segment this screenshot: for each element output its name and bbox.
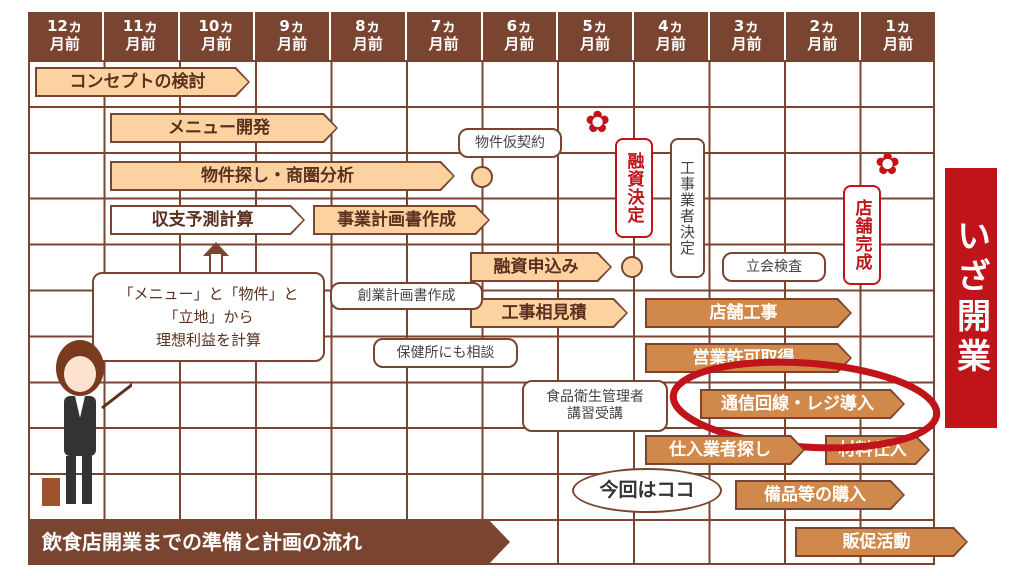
task-label: 販促活動: [842, 532, 911, 552]
task-concept: コンセプトの検討: [35, 67, 250, 97]
milestone-marker: [621, 256, 643, 278]
task-quotes: 工事相見積: [470, 298, 628, 328]
month-header-cell: 7ヵ 月前: [407, 12, 483, 60]
milestone-inspection: 立会検査: [722, 252, 826, 282]
task-label: 融資申込み: [493, 257, 579, 277]
task-network: 通信回線・レジ導入: [700, 389, 905, 419]
task-label: 事業計画書作成: [337, 210, 456, 230]
note-line: 理想利益を計算: [155, 330, 261, 349]
milestone-provisional-contract: 物件仮契約: [458, 128, 562, 158]
milestone-contractor-decided: 工事業者決定: [670, 138, 705, 278]
milestone-loan-decided: 融資決定: [615, 138, 653, 238]
note-founding-plan: 創業計画書作成: [330, 282, 483, 310]
month-header-cell: 3ヵ 月前: [710, 12, 786, 60]
opening-banner: いざ開業: [945, 168, 997, 428]
flower-icon: ✿: [585, 105, 611, 140]
month-header-cell: 6ヵ 月前: [483, 12, 559, 60]
month-header-cell: 10ヵ 月前: [180, 12, 256, 60]
task-label: メニュー開発: [168, 118, 270, 138]
task-label: 工事相見積: [501, 303, 587, 323]
flower-icon: ✿: [875, 147, 901, 182]
task-promotion: 販促活動: [795, 527, 968, 557]
task-equipment: 備品等の購入: [735, 480, 905, 510]
note-food-hygiene: 食品衛生管理者 講習受講: [522, 380, 668, 432]
arrow-up-icon: [203, 242, 229, 256]
month-header-cell: 11ヵ 月前: [104, 12, 180, 60]
note-line: 「メニュー」と「物件」と: [118, 284, 299, 303]
task-label: 収支予測計算: [151, 210, 254, 230]
milestone-marker: [471, 166, 493, 188]
chart-title: 飲食店開業までの準備と計画の流れ: [28, 519, 510, 565]
task-bizplan: 事業計画書作成: [313, 205, 490, 235]
presenter-illustration: [42, 340, 132, 506]
month-header-cell: 4ヵ 月前: [634, 12, 710, 60]
task-property: 物件探し・商圏分析: [110, 161, 455, 191]
month-header-cell: 9ヵ 月前: [255, 12, 331, 60]
month-header-cell: 12ヵ 月前: [28, 12, 104, 60]
current-position-bubble: 今回はココ: [572, 468, 722, 513]
month-header-cell: 8ヵ 月前: [331, 12, 407, 60]
month-header-cell: 2ヵ 月前: [786, 12, 862, 60]
task-loan-apply: 融資申込み: [470, 252, 612, 282]
task-label: 備品等の購入: [764, 485, 866, 505]
task-label: 店舗工事: [709, 303, 778, 323]
month-header-cell: 1ヵ 月前: [883, 17, 914, 53]
note-line: 「立地」から: [163, 307, 254, 326]
arrow-stem: [209, 254, 223, 274]
milestone-store-complete: 店舗完成: [843, 185, 881, 285]
task-construction: 店舗工事: [645, 298, 852, 328]
month-header-cell: 5ヵ 月前: [558, 12, 634, 60]
task-label: 物件探し・商圏分析: [201, 166, 354, 186]
note-profit-calc: 「メニュー」と「物件」と 「立地」から 理想利益を計算: [92, 272, 325, 362]
task-menu: メニュー開発: [110, 113, 338, 143]
task-label: 通信回線・レジ導入: [721, 394, 874, 414]
task-label: コンセプトの検討: [69, 72, 206, 92]
task-label: 仕入業者探し: [669, 440, 771, 460]
task-supplier: 仕入業者探し: [645, 435, 805, 465]
task-forecast: 収支予測計算: [110, 205, 305, 235]
note-health-center: 保健所にも相談: [373, 338, 518, 368]
